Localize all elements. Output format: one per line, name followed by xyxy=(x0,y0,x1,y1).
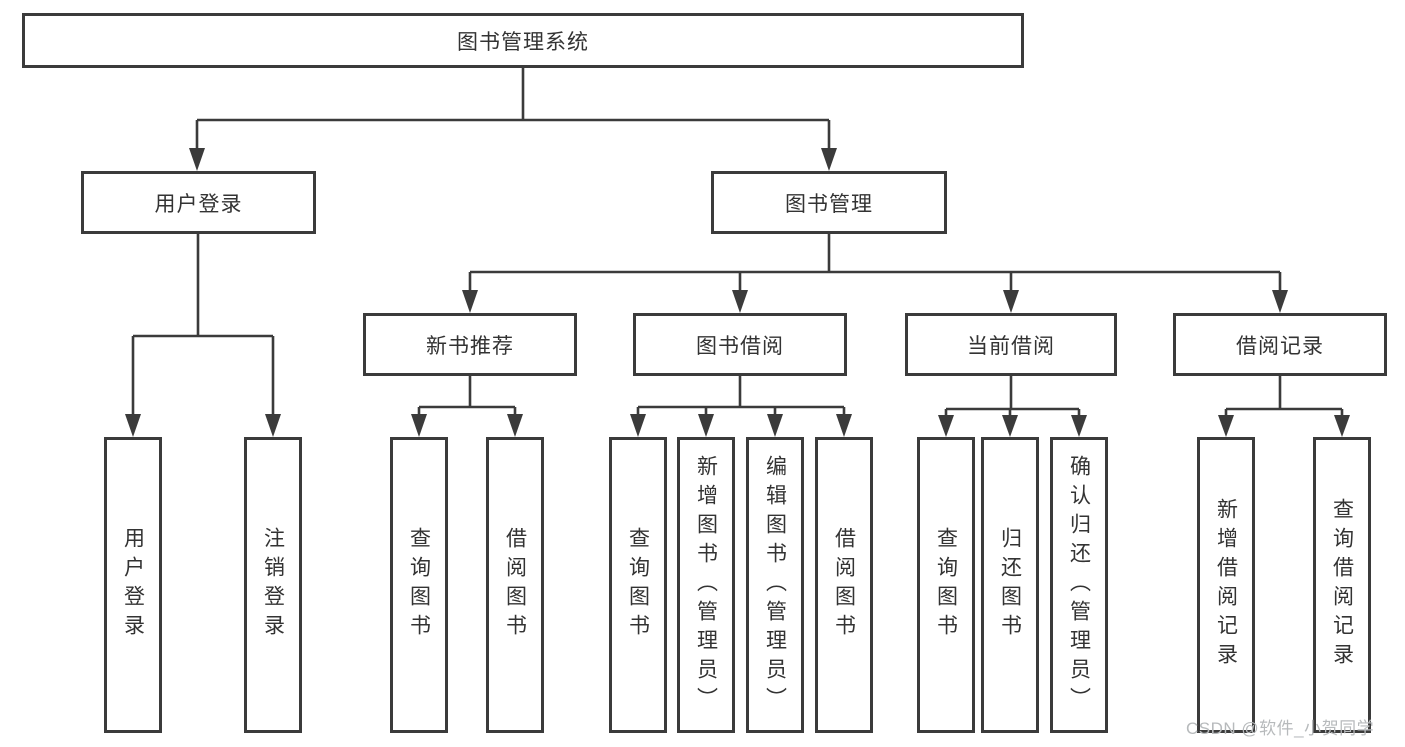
leaf-label: 用户登录 xyxy=(121,527,145,643)
node-library-management-system: 图书管理系统 xyxy=(22,13,1024,68)
leaf-label: 查询图书 xyxy=(934,527,958,643)
leaf-label: 编辑图书（管理员） xyxy=(763,454,787,716)
node-label: 图书借阅 xyxy=(696,334,784,358)
csdn-watermark: CSDN @软件_小贺同学 xyxy=(1186,719,1375,738)
leaf-confirm-return-admin: 确认归还（管理员） xyxy=(1050,437,1108,733)
leaf-query-books-borrowing: 查询图书 xyxy=(609,437,667,733)
node-new-book-recommend: 新书推荐 xyxy=(363,313,577,376)
leaf-add-borrow-record: 新增借阅记录 xyxy=(1197,437,1255,733)
leaf-borrow-books-borrowing: 借阅图书 xyxy=(815,437,873,733)
node-label: 借阅记录 xyxy=(1236,334,1324,358)
leaf-label: 查询图书 xyxy=(407,527,431,643)
leaf-user-login: 用户登录 xyxy=(104,437,162,733)
leaf-add-book-admin: 新增图书（管理员） xyxy=(677,437,735,733)
leaf-logout: 注销登录 xyxy=(244,437,302,733)
leaf-label: 查询借阅记录 xyxy=(1330,498,1354,672)
node-label: 新书推荐 xyxy=(426,334,514,358)
node-label: 图书管理 xyxy=(785,192,873,216)
node-label: 当前借阅 xyxy=(967,334,1055,358)
leaf-return-books: 归还图书 xyxy=(981,437,1039,733)
leaf-query-books-current: 查询图书 xyxy=(917,437,975,733)
node-label: 用户登录 xyxy=(154,192,243,216)
connector-borrow-records xyxy=(1218,376,1350,437)
leaf-query-borrow-record: 查询借阅记录 xyxy=(1313,437,1371,733)
node-label: 图书管理系统 xyxy=(457,30,589,54)
connector-user-login-branch xyxy=(125,234,281,437)
connector-current-borrowing xyxy=(938,376,1087,437)
leaf-label: 新增图书（管理员） xyxy=(694,454,718,716)
connector-book-borrowing xyxy=(630,376,852,437)
connector-root-to-level2 xyxy=(189,68,837,171)
node-user-login: 用户登录 xyxy=(81,171,316,234)
leaf-label: 查询图书 xyxy=(626,527,650,643)
node-borrow-records: 借阅记录 xyxy=(1173,313,1387,376)
leaf-label: 新增借阅记录 xyxy=(1214,498,1238,672)
leaf-edit-book-admin: 编辑图书（管理员） xyxy=(746,437,804,733)
leaf-label: 借阅图书 xyxy=(832,527,856,643)
node-current-borrowing: 当前借阅 xyxy=(905,313,1117,376)
leaf-label: 确认归还（管理员） xyxy=(1067,454,1091,716)
leaf-label: 归还图书 xyxy=(998,527,1022,643)
node-book-management: 图书管理 xyxy=(711,171,947,234)
connector-book-management-branch xyxy=(462,234,1288,313)
connector-new-book-recommend xyxy=(411,376,523,437)
leaf-borrow-books-recommend: 借阅图书 xyxy=(486,437,544,733)
node-book-borrowing: 图书借阅 xyxy=(633,313,847,376)
leaf-label: 借阅图书 xyxy=(503,527,527,643)
leaf-query-books-recommend: 查询图书 xyxy=(390,437,448,733)
leaf-label: 注销登录 xyxy=(261,527,285,643)
